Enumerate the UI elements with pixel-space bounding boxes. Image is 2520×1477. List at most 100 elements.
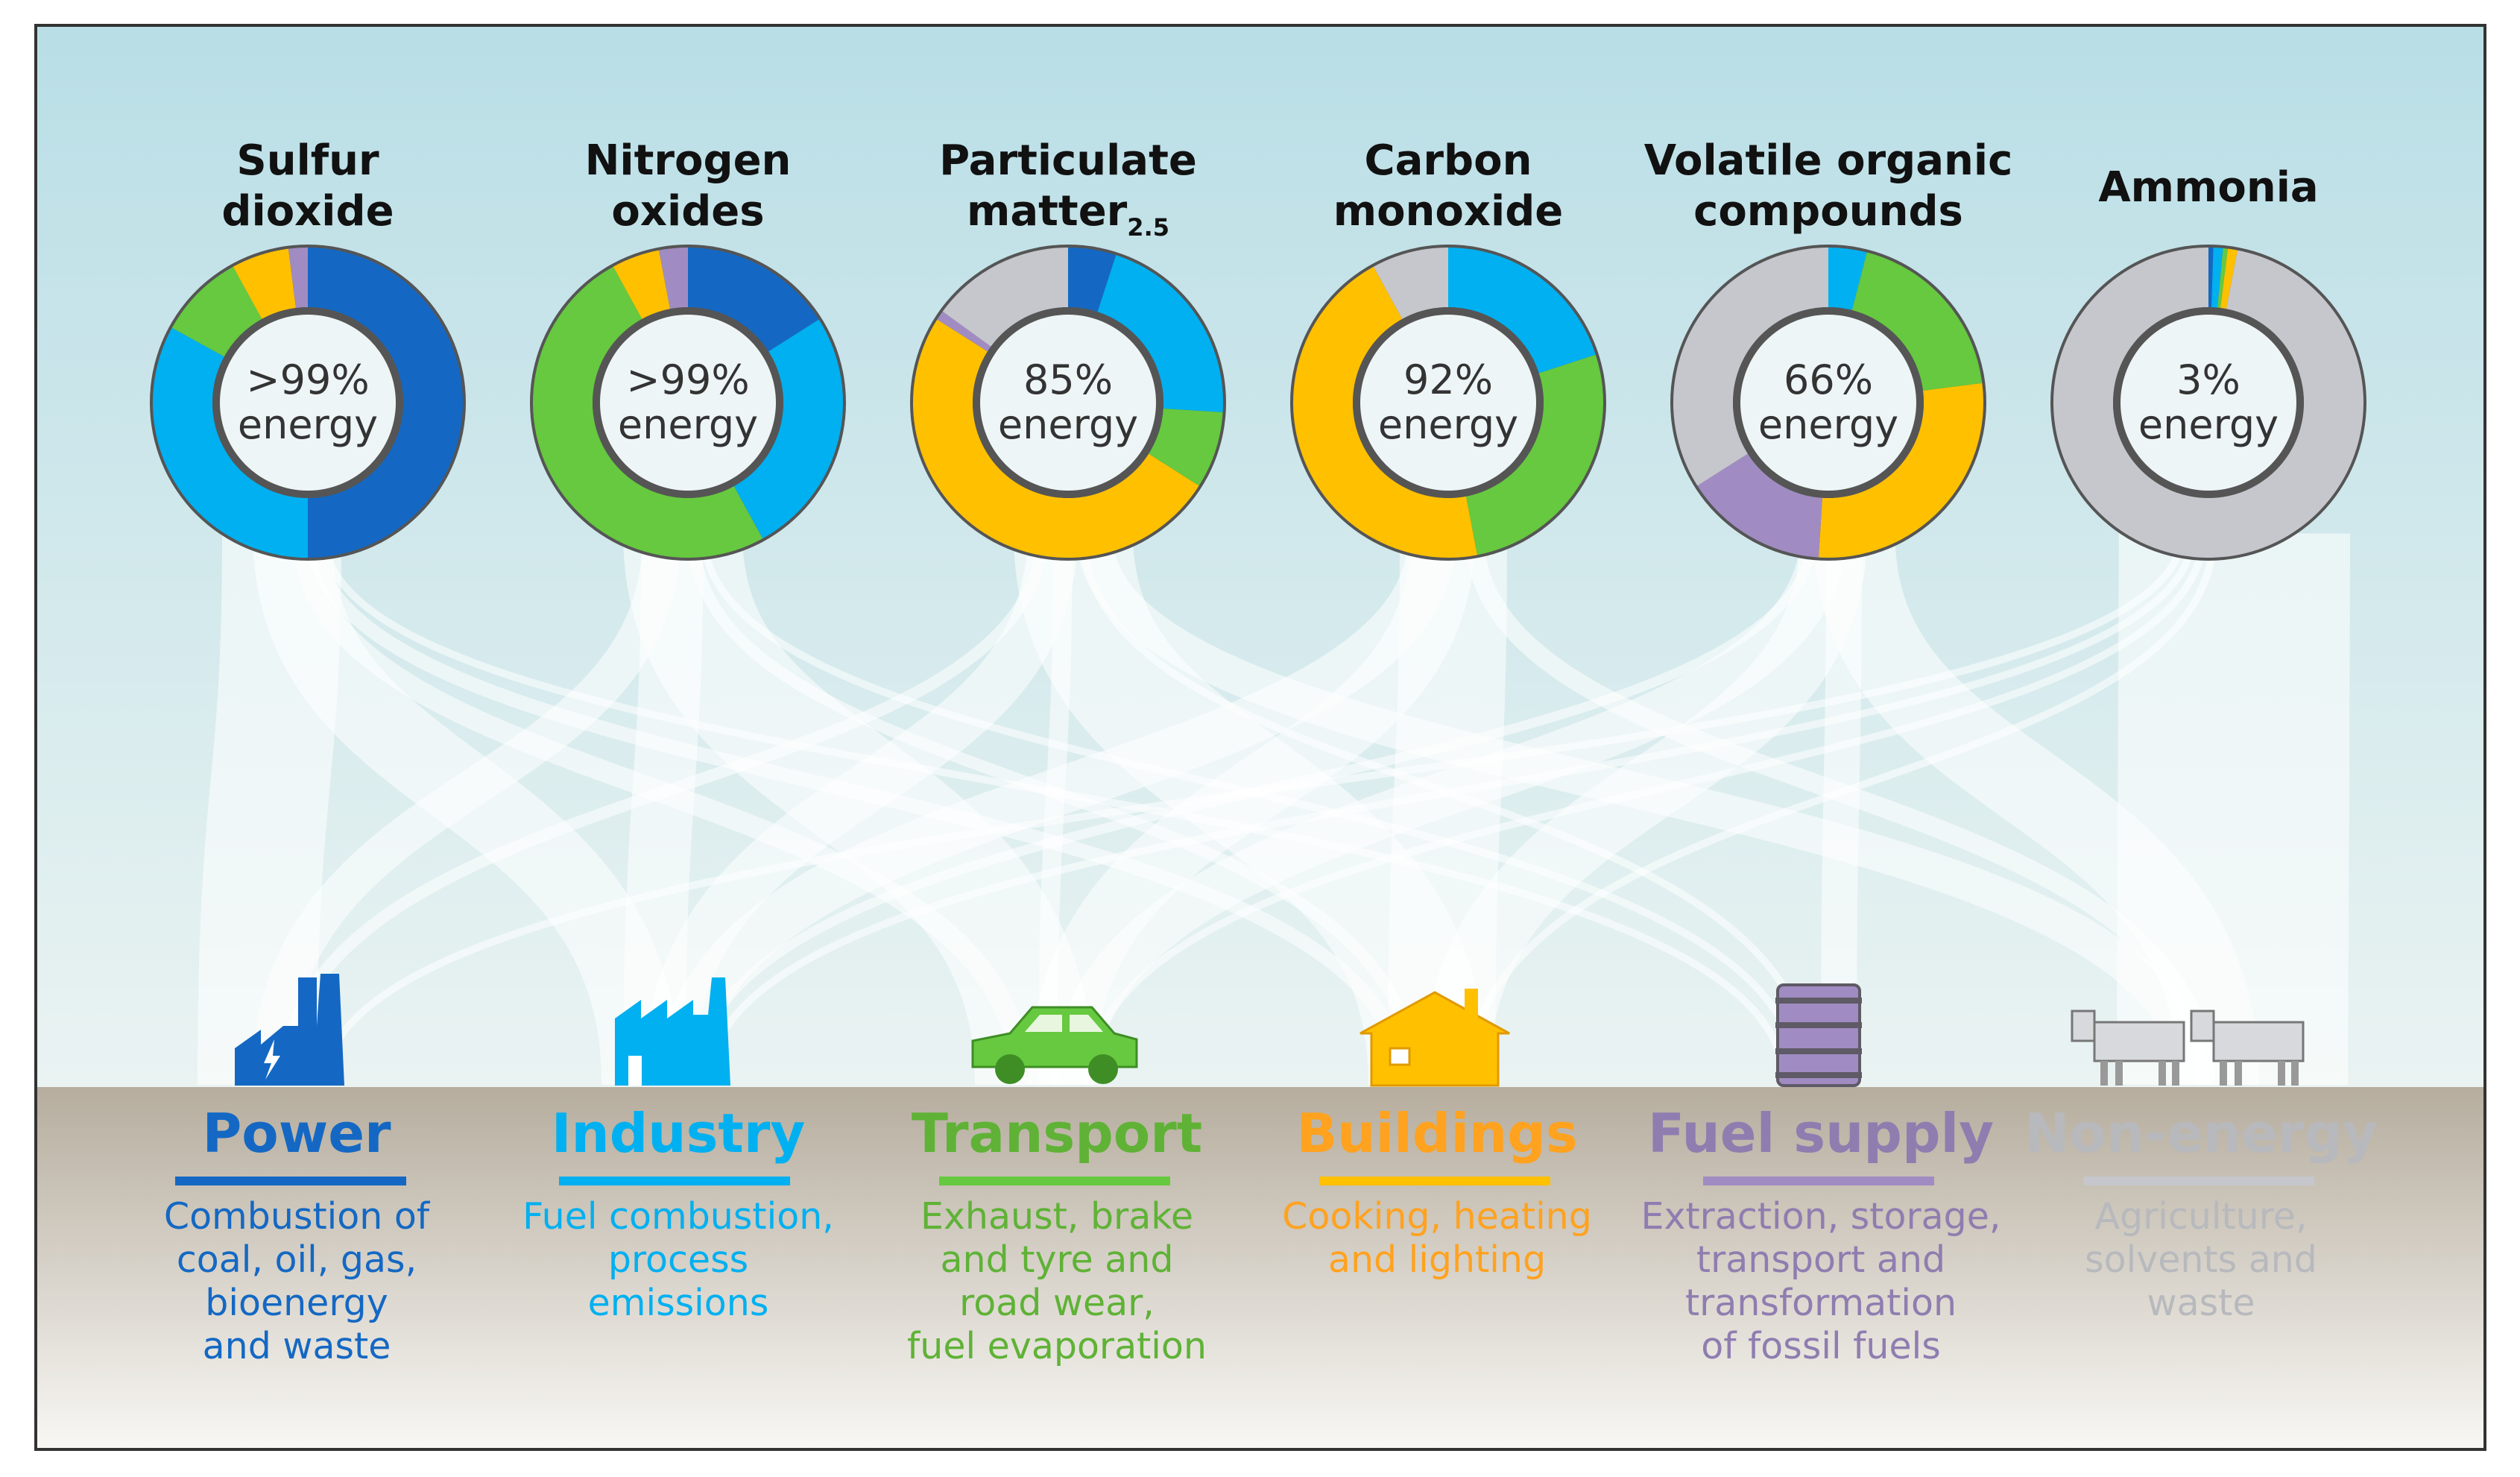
desc-line: Exhaust, brake bbox=[920, 1195, 1194, 1238]
pollutant-title-nh3: Ammonia bbox=[2000, 163, 2417, 213]
donut-slice-co-transport bbox=[1465, 354, 1603, 555]
donut-slice-co-non_energy bbox=[1373, 248, 1448, 319]
flow-nh3-power bbox=[320, 532, 2186, 1086]
flow-pm25-power bbox=[278, 532, 1048, 1086]
desc-line: and tyre and bbox=[940, 1238, 1174, 1281]
factory-icon bbox=[615, 977, 730, 1086]
donut-hole bbox=[1740, 315, 1916, 491]
energy-share-so2: >99% energy bbox=[211, 358, 405, 447]
donut-slice-so2-buildings bbox=[233, 248, 296, 319]
energy-word: energy bbox=[617, 401, 759, 448]
donut-slice-nox-transport bbox=[533, 266, 763, 558]
donut-slice-voc-buildings bbox=[1818, 382, 1984, 558]
barrel-hoop bbox=[1775, 1048, 1862, 1054]
sector-desc-non-energy: Agriculture, solvents and waste bbox=[2007, 1195, 2395, 1325]
energy-percent: >99% bbox=[246, 356, 370, 403]
donut-charts bbox=[150, 245, 2366, 561]
donut-hole bbox=[1360, 315, 1536, 491]
donut-slice-nh3-power bbox=[2208, 248, 2214, 308]
donut-co bbox=[1290, 245, 1606, 561]
desc-line: and waste bbox=[202, 1325, 391, 1367]
donut-hole bbox=[220, 315, 396, 491]
cow-leg bbox=[2100, 1061, 2108, 1086]
desc-line: Agriculture, bbox=[2094, 1195, 2308, 1238]
donut-hole bbox=[600, 315, 776, 491]
title-line: Sulfur bbox=[236, 136, 379, 185]
sector-name-buildings: Buildings bbox=[1296, 1102, 1578, 1165]
energy-share-pm25: 85% energy bbox=[971, 358, 1165, 447]
sector-desc-industry: Fuel combustion, process emissions bbox=[484, 1195, 872, 1325]
energy-share-nh3: 3% energy bbox=[2112, 358, 2305, 447]
flow-nox-power bbox=[251, 532, 681, 1086]
underline-fuel_supply bbox=[1703, 1177, 1934, 1185]
energy-word: energy bbox=[1758, 401, 1899, 448]
desc-line: coal, oil, gas, bbox=[176, 1238, 417, 1281]
underline-transport bbox=[939, 1177, 1170, 1185]
donut-slice-voc-non_energy bbox=[1673, 248, 1828, 486]
sector-name-transport: Transport bbox=[911, 1102, 1203, 1165]
cow-head bbox=[2190, 1010, 2215, 1042]
sector-desc-buildings: Cooking, heating and lighting bbox=[1243, 1195, 1631, 1282]
donut-hole bbox=[980, 315, 1156, 491]
energy-word: energy bbox=[1377, 401, 1519, 448]
donut-slice-so2-transport bbox=[171, 266, 262, 357]
donut-slice-nh3-buildings bbox=[2220, 248, 2238, 309]
donut-slice-co-buildings bbox=[1293, 266, 1477, 558]
title-line: Particulate bbox=[939, 136, 1197, 185]
oil-barrel-icon bbox=[1775, 983, 1862, 1087]
donut-so2 bbox=[150, 245, 466, 561]
ground-background bbox=[36, 1087, 2485, 1449]
donut-slice-nox-industry bbox=[733, 319, 843, 539]
flow-pm25-industry bbox=[642, 532, 1078, 1086]
car-icon bbox=[971, 1006, 1138, 1084]
title-line: Ammonia bbox=[2098, 163, 2319, 212]
energy-share-voc: 66% energy bbox=[1731, 358, 1925, 447]
donut-slice-so2-fuel_supply bbox=[288, 248, 308, 309]
flow-ribbons bbox=[198, 531, 2351, 1086]
title-line: Carbon bbox=[1364, 136, 1532, 185]
title-line: Volatile organic bbox=[1643, 136, 2013, 185]
donut-slice-voc-fuel_supply bbox=[1697, 453, 1822, 558]
power-plant-icon bbox=[235, 974, 344, 1086]
energy-word: energy bbox=[997, 401, 1139, 448]
flow-nh3-industry bbox=[704, 532, 2197, 1086]
donut-slice-voc-industry bbox=[1828, 248, 1867, 311]
donut-slice-so2-power bbox=[308, 248, 463, 558]
underline-buildings bbox=[1319, 1177, 1550, 1185]
donut-slice-pm25-buildings bbox=[912, 319, 1199, 558]
house-icon bbox=[1360, 989, 1510, 1087]
desc-line: solvents and bbox=[2085, 1238, 2317, 1281]
sector-name-non-energy: Non-energy bbox=[2024, 1102, 2378, 1165]
pollutant-title-co: Carbon monoxide bbox=[1240, 136, 1657, 237]
pollutant-title-so2: Sulfur dioxide bbox=[99, 136, 517, 237]
sector-desc-fuel-supply: Extraction, storage, transport and trans… bbox=[1627, 1195, 2015, 1368]
title-line: Nitrogen bbox=[584, 136, 792, 185]
cow-leg bbox=[2159, 1061, 2166, 1086]
donut-slice-nox-buildings bbox=[613, 250, 671, 319]
factory-door bbox=[628, 1056, 642, 1086]
barrel-hoop bbox=[1775, 1072, 1862, 1078]
donut-slice-nh3-industry bbox=[2211, 248, 2223, 308]
title-line: matter2.5 bbox=[859, 186, 1277, 242]
sector-name-industry: Industry bbox=[551, 1102, 806, 1165]
pollutant-title-nox: Nitrogen oxides bbox=[479, 136, 897, 237]
factory-body bbox=[615, 977, 730, 1086]
donut-slice-nh3-transport bbox=[2217, 248, 2229, 309]
donut-hole bbox=[2120, 315, 2296, 491]
energy-percent: 85% bbox=[1023, 356, 1114, 403]
cow-leg bbox=[2235, 1061, 2242, 1086]
title-line: oxides bbox=[611, 187, 765, 236]
title-text: matter bbox=[967, 187, 1128, 236]
donut-slice-so2-industry bbox=[152, 327, 308, 558]
pollutant-title-voc: Volatile organic compounds bbox=[1620, 136, 2037, 237]
cow-leg bbox=[2278, 1061, 2285, 1086]
title-line: compounds bbox=[1693, 187, 1963, 236]
donut-nox bbox=[530, 245, 846, 561]
donut-slice-nh3-non_energy bbox=[2053, 248, 2363, 558]
underline-power bbox=[175, 1177, 406, 1185]
donut-slice-pm25-transport bbox=[1149, 409, 1223, 486]
car-body bbox=[971, 1006, 1138, 1068]
energy-percent: 3% bbox=[2176, 356, 2240, 403]
underline-non_energy bbox=[2083, 1177, 2314, 1185]
